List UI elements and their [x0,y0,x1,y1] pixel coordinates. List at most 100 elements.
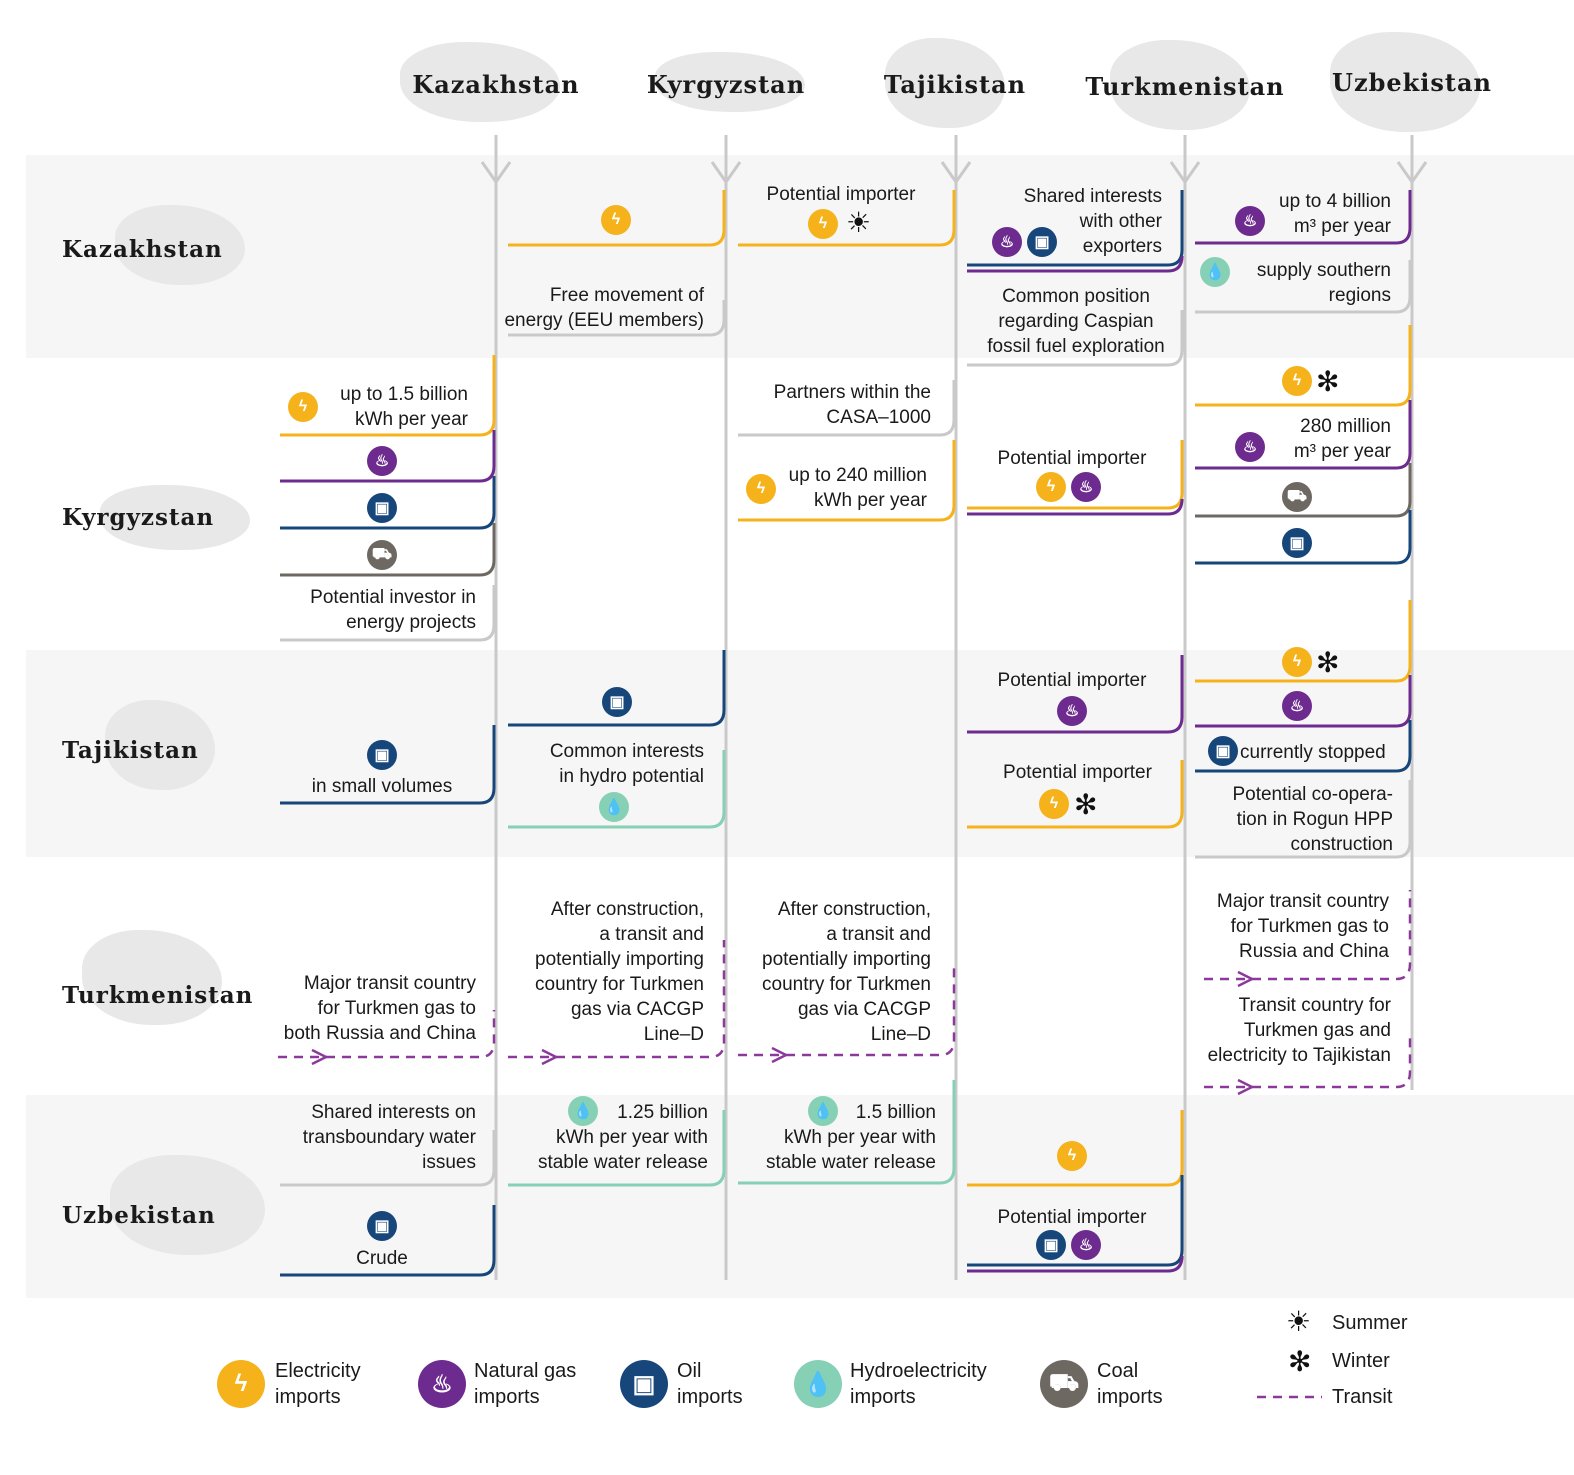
tkm-uzb-transit-line2: Turkmen gas and [1243,1020,1391,1041]
flame-icon: ♨ [1235,432,1265,462]
kyr-uzb-label-line2: m³ per year [1293,441,1391,462]
line-taj-tkm-gas [967,655,1184,734]
taj-uzb-stopped-label: currently stopped [1240,742,1386,763]
line-uzb-tkm-oil [967,1175,1184,1267]
tajikistan-row-map-silhouette [105,700,215,790]
line-uzb-tkm-gas [967,1255,1184,1273]
electricity-icon: ϟ [746,474,776,504]
transit-arrow [541,1048,559,1066]
kazakhstan-row-map-silhouette [115,205,245,285]
tkm-taj-label-line6: Line–D [870,1024,931,1045]
column-header-kazakhstan: Kazakhstan [412,70,580,99]
legend-coal-line2: imports [1097,1386,1163,1408]
legend-summer: Summer [1332,1312,1408,1334]
taj-uzb-rogun-line1: Potential co-opera- [1232,784,1393,805]
tkm-taj-label-line5: gas via CACGP [797,999,931,1020]
line-kyr-tkm-electricity [967,440,1184,510]
tkm-kyr-label-line3: potentially importing [535,949,704,970]
tkm-taj-label-line3: potentially importing [762,949,931,970]
electricity-icon: ϟ [1039,789,1069,819]
line-kaz-uzb-generic [1195,260,1412,314]
tkm-kaz-label-line1: Major transit country [303,973,476,994]
line-kyr-uzb-oil [1195,510,1412,565]
electricity-icon: ϟ [1036,472,1066,502]
arrowhead-uzbekistan [1396,161,1428,185]
legend-transit: Transit [1332,1386,1393,1408]
kyr-uzb-label-line1: 280 million [1300,416,1391,437]
line-kyr-kaz-coal [280,523,496,577]
legend-oil-line2: imports [677,1386,743,1408]
legend-electricity-line1: Electricity [275,1360,361,1382]
line-kaz-tkm-generic [967,310,1184,367]
uzb-kyr-label-line2: kWh per year with [555,1127,708,1148]
transit-line-tkm-kyr [508,940,726,1059]
legend-hydro-line1: Hydroelectricity [850,1360,987,1382]
line-kyr-taj-generic [738,380,956,437]
uzb-kaz-label-line1: Shared interests on [311,1102,476,1123]
tkm-taj-label-line1: After construction, [777,899,931,920]
flame-icon: ♨ [367,446,397,476]
kaz-tkm-position-line1: Common position [1002,286,1150,307]
kyrgyzstan-row-map-silhouette [100,485,250,550]
water-drop-legend-icon: 💧 [794,1360,842,1408]
kaz-tkm-position-line2: regarding Caspian [998,311,1154,332]
uzb-tkm-label: Potential importer [997,1207,1147,1228]
legend-gas-line1: Natural gas [474,1360,577,1382]
row-header-tajikistan: Tajikistan [62,737,199,764]
flame-icon: ♨ [1071,472,1101,502]
uzb-kyr-label-line1: 1.25 billion [617,1102,708,1123]
line-kyr-uzb-gas [1195,400,1412,470]
electricity-icon: ϟ [808,209,838,239]
electricity-icon: ϟ [1057,1141,1087,1171]
tkm-uzb-transit-line3: electricity to Tajikistan [1207,1045,1391,1066]
tkm-kyr-label-line6: Line–D [643,1024,704,1045]
oil-barrel-icon: ▣ [1027,227,1057,257]
line-kyr-uzb-coal [1195,463,1412,518]
tkm-uzb-transit-line1: Transit country for [1238,995,1391,1016]
line-taj-uzb-electricity [1195,600,1412,683]
kaz-uzb-label-line1: up to 4 billion [1279,191,1391,212]
kyr-kaz-investor-line2: energy projects [346,612,476,633]
line-uzb-kyr-hydro [508,1110,726,1187]
kyr-taj-label-line1: Partners within the [773,382,931,403]
flame-icon: ♨ [1057,696,1087,726]
line-uzb-kaz-generic [280,1130,496,1187]
transit-line-tkm-uzb-2 [1204,1035,1412,1089]
sun-icon: ☀ [846,207,872,238]
uzbekistan-map-silhouette [1330,32,1480,132]
row-band-kazakhstan [26,155,1574,358]
line-uzb-kaz-oil [280,1205,496,1277]
column-header-turkmenistan: Turkmenistan [1085,72,1285,101]
line-kaz-tkm-oil [967,190,1184,267]
coal-cart-icon: ⛟ [367,540,397,570]
uzb-kyr-label-line3: stable water release [537,1152,708,1173]
water-drop-icon: 💧 [599,792,629,822]
tajikistan-map-silhouette [885,38,1005,128]
line-kyr-kaz-electricity [280,355,496,437]
arrowhead-kazakhstan [480,161,512,185]
coal-cart-icon: ⛟ [1282,482,1312,512]
kaz-tkm-label-line1: Shared interests [1023,186,1162,207]
line-taj-uzb-generic [1195,780,1412,859]
legend-hydro-line2: imports [850,1386,916,1408]
line-kaz-uzb-gas [1195,190,1412,245]
line-kyr-kaz-generic [280,585,496,642]
water-drop-icon: 💧 [1200,257,1230,287]
tkm-taj-label-line2: a transit and [826,924,931,945]
kaz-kyr-label-line2: energy (EEU members) [504,310,704,331]
kaz-uzb-label-line2: m³ per year [1293,216,1391,237]
oil-barrel-icon: ▣ [1208,736,1238,766]
kyr-taj-volume-line2: kWh per year [814,490,927,511]
tkm-uzb-label-line1: Major transit country [1216,891,1389,912]
tkm-kyr-label-line5: gas via CACGP [570,999,704,1020]
tkm-kaz-label-line3: both Russia and China [283,1023,476,1044]
turkmenistan-row-map-silhouette [82,930,222,1025]
sun-legend-icon: ☀ [1286,1306,1312,1337]
tkm-kyr-label-line2: a transit and [599,924,704,945]
kyr-kaz-investor-line1: Potential investor in [310,587,476,608]
row-header-kyrgyzstan: Kyrgyzstan [62,504,215,531]
kaz-tkm-label-line2: with other [1079,211,1162,232]
line-taj-tkm-electricity [967,760,1184,829]
column-header-uzbekistan: Uzbekistan [1332,68,1492,97]
